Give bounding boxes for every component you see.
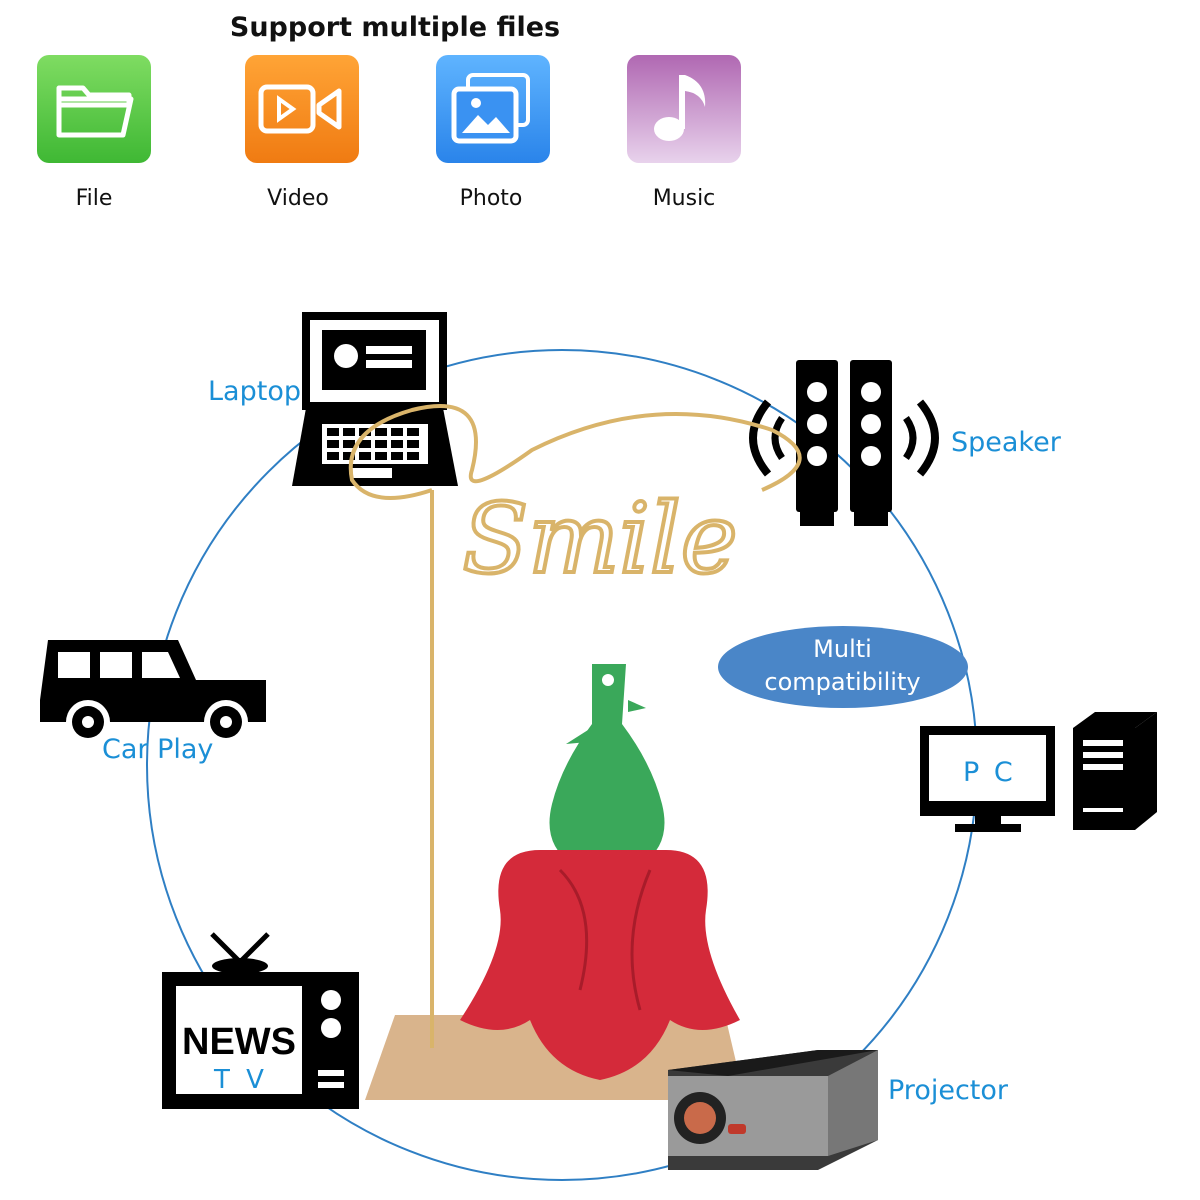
photo-label: Photo: [459, 186, 523, 211]
smile-sign: Smile: [462, 483, 737, 595]
laptop-label: Laptop: [208, 376, 301, 407]
laptop-icon[interactable]: [292, 312, 458, 486]
tv-icon[interactable]: [162, 932, 359, 1109]
photo-icon: [451, 73, 530, 144]
tv-label: T V: [213, 1065, 268, 1095]
tv-screen-text: NEWS: [182, 1021, 296, 1063]
compatibility-text: Multi compatibility: [764, 635, 921, 696]
music-icon: [654, 75, 706, 141]
page-title: Support multiple files: [229, 12, 561, 43]
projector-label: Projector: [888, 1075, 1008, 1106]
music-tile[interactable]: [627, 55, 741, 163]
file-tile[interactable]: [37, 55, 151, 163]
compatibility-badge: [718, 626, 968, 708]
speaker-label: Speaker: [951, 427, 1061, 458]
laptop-keys: [327, 428, 419, 460]
music-label: Music: [652, 186, 716, 211]
smile-wire: [348, 404, 802, 1048]
projector-icon[interactable]: [668, 1050, 878, 1170]
video-tile[interactable]: [245, 55, 359, 163]
speaker-icon[interactable]: [749, 360, 939, 526]
pc-icon[interactable]: [920, 712, 1157, 832]
rose-usb-drive: [460, 664, 740, 1080]
video-icon: [258, 84, 342, 134]
photo-tile[interactable]: [436, 55, 550, 163]
pc-label: P C: [963, 757, 1016, 788]
video-label: Video: [267, 186, 329, 211]
car-label: Car Play: [102, 734, 214, 765]
folder-icon: [56, 85, 134, 138]
car-icon[interactable]: [40, 640, 266, 744]
file-label: File: [75, 186, 113, 211]
